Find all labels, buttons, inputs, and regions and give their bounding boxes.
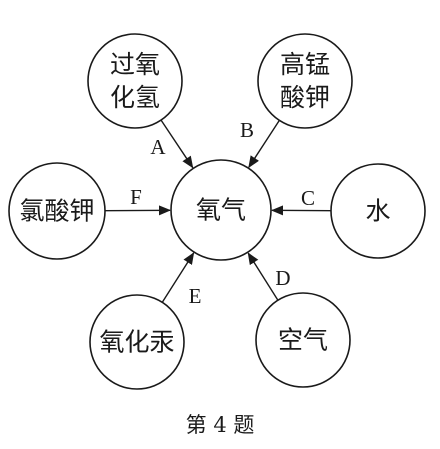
node-potassium-chlorate-circle [8,162,106,260]
arrow-air-to-oxygen [247,252,279,301]
node-mercuric-oxide-circle [89,294,185,390]
node-water-circle [330,163,426,259]
node-potassium-permanganate-label-line-2: 酸钾 [280,83,330,112]
figure-caption: 第 4 题 [186,413,255,437]
node-air: 空气 [255,292,351,388]
node-potassium-permanganate-circle [257,33,353,129]
edges-layer: A B C D E F [104,118,332,308]
node-hydrogen-peroxide-circle [87,33,183,129]
node-mercuric-oxide-label-line-1: 氧化汞 [99,328,174,357]
node-potassium-chlorate-label-line-1: 氯酸钾 [19,197,94,226]
edge-label-e: E [189,284,202,308]
arrow-mercuric-oxide-to-oxygen [161,252,195,303]
node-hydrogen-peroxide-label-line-2: 化氢 [110,83,160,112]
node-oxygen: 氧气 [170,159,272,261]
node-water: 水 [330,163,426,259]
edge-label-d: D [275,266,290,290]
node-oxygen-label-line-1: 氧气 [196,196,246,225]
arrow-potassium-permanganate-to-oxygen [248,120,280,169]
node-potassium-chlorate: 氯酸钾 [8,162,106,260]
node-oxygen-circle [170,159,272,261]
edge-label-b: B [240,118,254,142]
arrow-hydrogen-peroxide-to-oxygen [160,119,194,169]
node-potassium-permanganate-label-line-1: 高锰 [280,50,330,79]
node-air-circle [255,292,351,388]
edge-label-f: F [130,185,142,209]
node-mercuric-oxide: 氧化汞 [89,294,185,390]
node-air-label-line-1: 空气 [278,326,328,355]
node-hydrogen-peroxide-label-line-1: 过氧 [110,50,160,79]
edge-label-c: C [301,186,315,210]
node-water-label-line-1: 水 [365,197,390,226]
edge-label-a: A [150,135,166,159]
